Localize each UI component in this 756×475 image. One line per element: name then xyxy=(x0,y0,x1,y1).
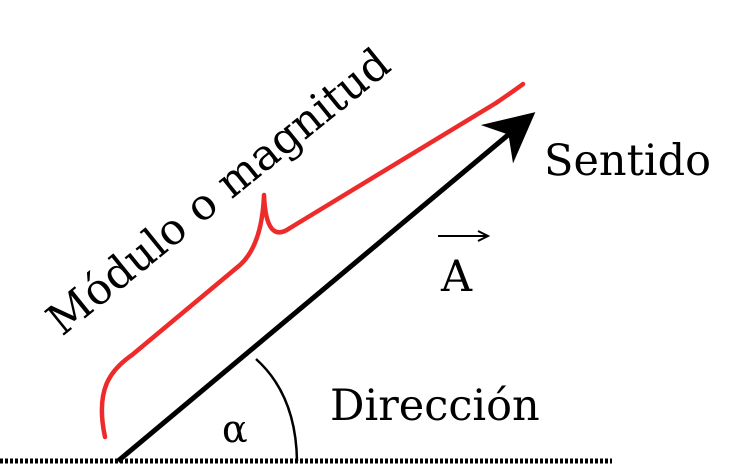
magnitude-brace xyxy=(99,81,526,440)
vector-label: A xyxy=(440,252,473,302)
direction-label: Dirección xyxy=(330,381,540,431)
vector-arrow xyxy=(116,112,536,463)
angle-label: α xyxy=(222,407,248,451)
angle-arc xyxy=(255,358,299,462)
vector-overarrow-icon xyxy=(438,230,491,242)
sense-label: Sentido xyxy=(544,136,711,186)
